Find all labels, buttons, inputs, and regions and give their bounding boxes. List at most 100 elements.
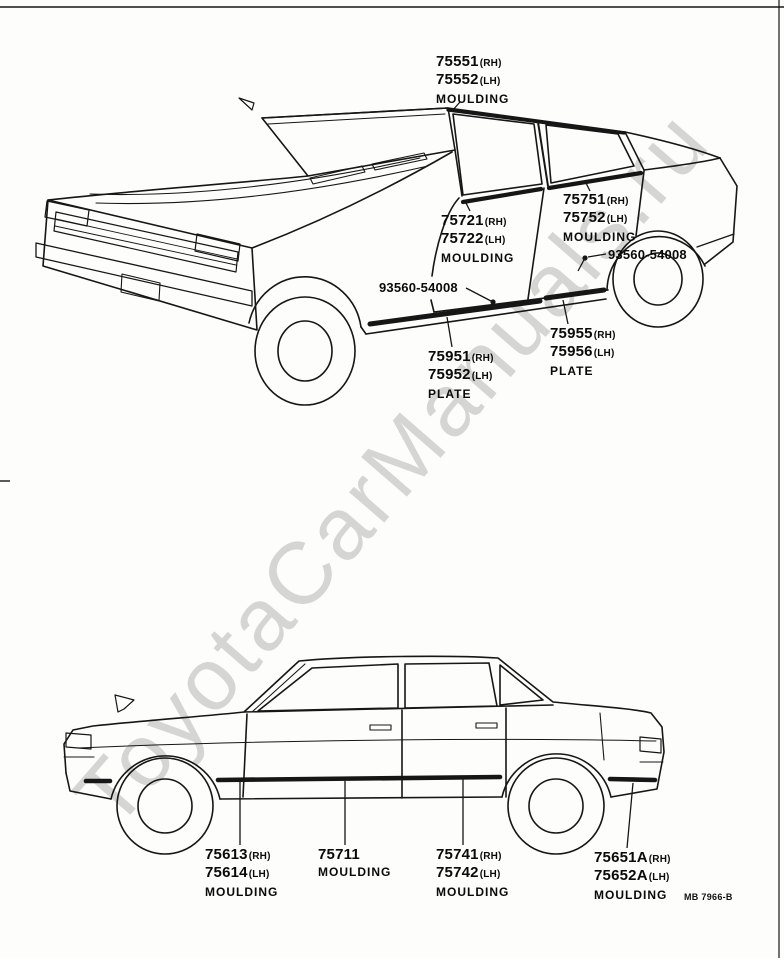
front-bumper (35, 242, 253, 307)
part-number: 75552 (436, 71, 479, 88)
rear-door-window (545, 124, 635, 184)
rear-rocker-plate-strip (543, 287, 607, 301)
leader-front-door-moulding (465, 202, 471, 212)
part-side: (RH) (606, 196, 629, 207)
label-front-fender-moulding: 75613(RH) 75614(LH) MOULDING (205, 847, 278, 900)
part-number: 75652A (594, 867, 648, 884)
grille (53, 211, 239, 273)
part-side: (RH) (471, 353, 494, 364)
part-number: 75951 (428, 348, 471, 365)
part-number-line: 75652A(LH) (594, 868, 671, 886)
label-clip-right: 93560-54008 (608, 247, 687, 263)
part-number-line: 75613(RH) (205, 847, 278, 865)
label-rear-door-side-moulding: 75741(RH) 75742(LH) MOULDING (436, 847, 509, 900)
part-number-line: 75741(RH) (436, 847, 509, 865)
part-side: (LH) (479, 869, 501, 880)
fender-top-line (251, 151, 453, 249)
part-number: 93560-54008 (608, 247, 687, 262)
part-type: MOULDING (318, 865, 392, 879)
rear-face (704, 157, 738, 265)
part-side: (LH) (593, 348, 615, 359)
front-wheel-arch (248, 276, 362, 328)
label-rear-rocker-plate: 75955(RH) 75956(LH) PLATE (550, 326, 616, 379)
part-number-line: 93560-54008 (379, 280, 458, 296)
fender-mirror (114, 694, 135, 713)
roof-drip-moulding-strip (446, 108, 626, 135)
part-number-line: 75722(LH) (441, 231, 514, 249)
part-number-line: 75751(RH) (563, 192, 636, 210)
headlight-left (44, 200, 90, 227)
quarter-window (499, 664, 544, 706)
part-number: 93560-54008 (379, 280, 458, 295)
part-number: 75613 (205, 846, 248, 863)
rear-door-seam (635, 170, 645, 237)
hood-vent-1 (309, 165, 366, 185)
windshield-header-inner (267, 113, 446, 125)
a-pillar-inner (251, 663, 306, 713)
part-type: MOULDING (594, 888, 668, 902)
rear-door-handle (475, 722, 498, 729)
part-number-line: 75711 (318, 847, 391, 863)
leader-roof-moulding (451, 101, 461, 112)
part-type: MOULDING (436, 885, 510, 899)
top-leader-lines (446, 101, 607, 348)
leader-clip-right-stem (577, 257, 586, 272)
front-door-window (452, 113, 543, 196)
bottom-leader-lines (239, 779, 634, 849)
front-wheel-hub (277, 320, 333, 382)
quarter-moulding-strip (607, 776, 658, 783)
rear-door-belt-moulding-strip (546, 170, 644, 191)
part-type: PLATE (550, 364, 594, 378)
hood-crease-2 (95, 165, 429, 205)
part-type: MOULDING (436, 92, 510, 106)
leader-quarter-moulding (626, 782, 634, 849)
leader-clip-right (587, 253, 607, 258)
front-door-window (257, 663, 399, 712)
part-number: 75651A (594, 849, 648, 866)
bottom-car-drawing (63, 655, 665, 855)
part-number: 75751 (563, 191, 606, 208)
part-side: (LH) (648, 872, 670, 883)
part-number-line: 93560-54008 (608, 247, 687, 263)
part-side: (LH) (248, 869, 270, 880)
rear-wheel-hub (633, 252, 683, 306)
a-pillar-base (454, 149, 463, 197)
sill-line (219, 796, 503, 800)
front-wheel-hub (137, 778, 193, 834)
hood-left-edge (47, 175, 309, 201)
part-number-line: 75552(LH) (436, 72, 509, 90)
front-valance (65, 772, 112, 800)
sill-bottom-line (365, 298, 607, 335)
rear-bumper-line (696, 233, 735, 248)
part-number-line: 75742(LH) (436, 865, 509, 883)
c-pillar (624, 131, 645, 171)
rear-wheel (507, 757, 605, 855)
license-plate (120, 273, 161, 302)
part-number-line: 75952(LH) (428, 367, 494, 385)
part-side: (RH) (648, 854, 671, 865)
side-crease-line (77, 738, 657, 749)
label-clip-left: 93560-54008 (379, 280, 458, 296)
label-front-door-belt-moulding: 75721(RH) 75722(LH) MOULDING (441, 213, 514, 266)
part-number-line: 75956(LH) (550, 344, 616, 362)
part-number: 75741 (436, 846, 479, 863)
headlight (65, 732, 92, 750)
side-mirror (238, 97, 255, 111)
headlight-right (194, 233, 241, 262)
rear-wheel (612, 230, 704, 328)
leader-rear-door-moulding (584, 180, 591, 192)
part-number: 75752 (563, 209, 606, 226)
trunk-line (624, 131, 721, 159)
part-side: (RH) (479, 851, 502, 862)
label-rear-door-belt-moulding: 75751(RH) 75752(LH) MOULDING (563, 192, 636, 245)
part-side: (RH) (248, 851, 271, 862)
top-car-drawing (35, 97, 738, 406)
part-number-line: 75721(RH) (441, 213, 514, 231)
part-number: 75955 (550, 325, 593, 342)
part-number-line: 75752(LH) (563, 210, 636, 228)
part-type: PLATE (428, 387, 472, 401)
part-side: (LH) (606, 214, 628, 225)
leader-clip-left (465, 287, 492, 302)
